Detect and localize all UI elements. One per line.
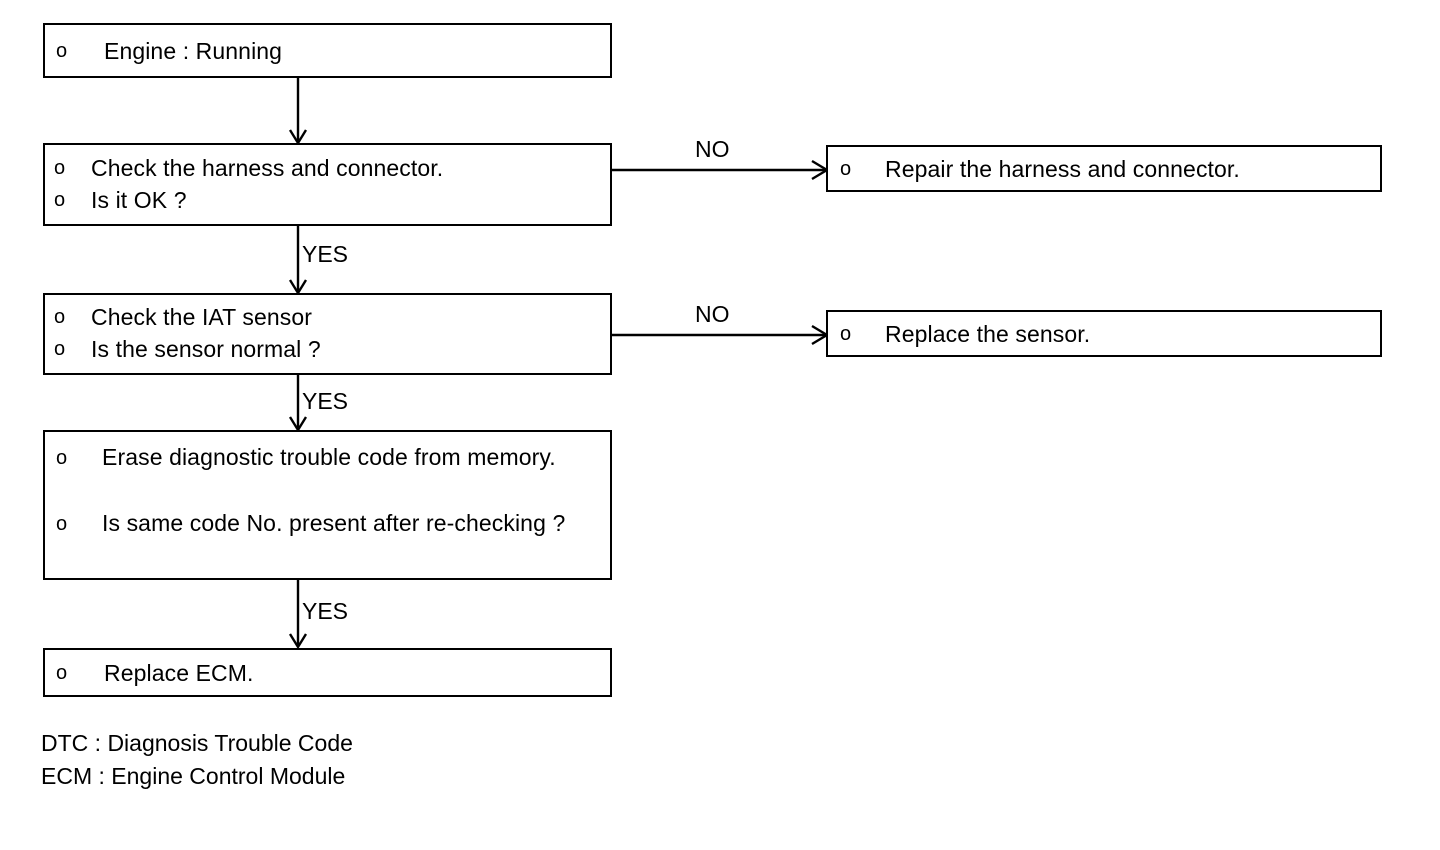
bullet-marker: o xyxy=(840,323,852,345)
flow-box-replace-sensor: o Replace the sensor. xyxy=(826,310,1382,357)
flow-box-repair-harness: o Repair the harness and connector. xyxy=(826,145,1382,192)
box-line-text: Is the sensor normal ? xyxy=(91,336,321,362)
box-content: o Check the IAT sensor o Is the sensor n… xyxy=(45,295,610,373)
edge-label-yes-1: YES xyxy=(302,241,349,267)
box-content: o Engine : Running xyxy=(45,25,610,76)
box-content: o Check the harness and connector. o Is … xyxy=(45,145,610,224)
box-line-text: Engine : Running xyxy=(104,38,283,64)
bullet-marker: o xyxy=(54,189,66,211)
flow-box-check-harness: o Check the harness and connector. o Is … xyxy=(43,143,612,226)
bullet-marker: o xyxy=(56,513,68,535)
bullet-marker: o xyxy=(54,338,66,360)
bullet-marker: o xyxy=(840,158,852,180)
legend-line-dtc: DTC : Diagnosis Trouble Code xyxy=(41,730,353,756)
flow-box-replace-ecm: o Replace ECM. xyxy=(43,648,612,697)
box-line-text: Check the harness and connector. xyxy=(91,155,444,181)
box-line-text: Repair the harness and connector. xyxy=(885,156,1240,182)
box-line-text: Check the IAT sensor xyxy=(91,304,313,330)
connector-engine-to-harness xyxy=(287,78,309,146)
bullet-marker: o xyxy=(56,40,68,62)
box-content: o Repair the harness and connector. xyxy=(828,147,1380,190)
box-content: o Erase diagnostic trouble code from mem… xyxy=(45,432,610,578)
box-content: o Replace ECM. xyxy=(45,650,610,695)
edge-label-yes-2: YES xyxy=(302,388,349,414)
box-line-text: Replace the sensor. xyxy=(885,321,1091,347)
legend-line-ecm: ECM : Engine Control Module xyxy=(41,763,346,789)
connector-erase-to-ecm xyxy=(287,580,309,650)
flow-box-check-iat-sensor: o Check the IAT sensor o Is the sensor n… xyxy=(43,293,612,375)
flow-box-erase-dtc: o Erase diagnostic trouble code from mem… xyxy=(43,430,612,580)
box-line-text: Is it OK ? xyxy=(91,187,187,213)
box-line-text: Is same code No. present after re-checki… xyxy=(102,510,566,536)
bullet-marker: o xyxy=(54,306,66,328)
flow-box-engine-running: o Engine : Running xyxy=(43,23,612,78)
edge-label-no-1: NO xyxy=(695,136,730,162)
box-content: o Replace the sensor. xyxy=(828,312,1380,355)
bullet-marker: o xyxy=(56,662,68,684)
box-line-text: Erase diagnostic trouble code from memor… xyxy=(102,444,556,470)
edge-label-no-2: NO xyxy=(695,301,730,327)
box-line-text: Replace ECM. xyxy=(104,660,254,686)
bullet-marker: o xyxy=(56,447,68,469)
edge-label-yes-3: YES xyxy=(302,598,349,624)
bullet-marker: o xyxy=(54,157,66,179)
